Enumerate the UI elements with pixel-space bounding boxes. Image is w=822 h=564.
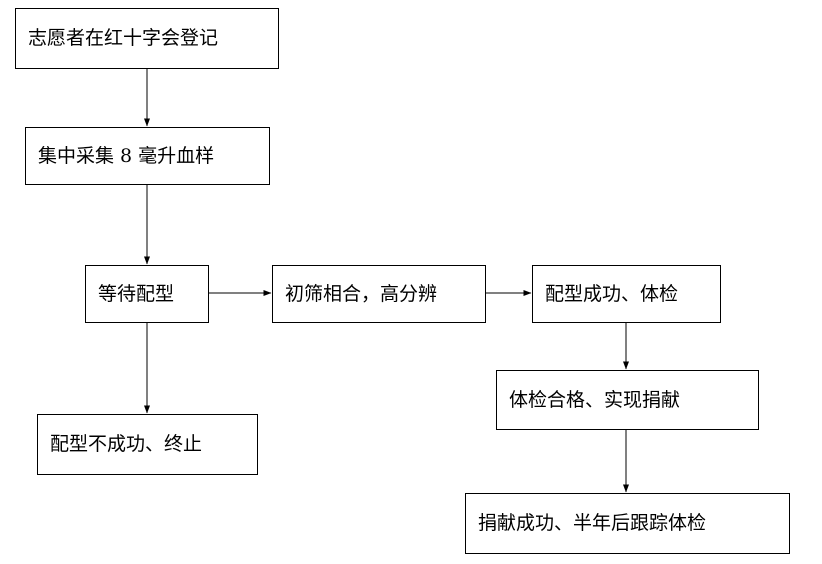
node-blood-sample-collection: 集中采集 8 毫升血样 [25, 127, 270, 185]
node-label: 集中采集 8 毫升血样 [38, 144, 215, 167]
node-match-success-exam: 配型成功、体检 [532, 265, 721, 323]
node-match-failed-terminate: 配型不成功、终止 [37, 414, 258, 475]
node-initial-screening-match: 初筛相合，高分辨 [272, 265, 486, 323]
node-volunteer-registration: 志愿者在红十字会登记 [15, 8, 279, 69]
node-awaiting-match: 等待配型 [85, 265, 209, 323]
node-label: 志愿者在红十字会登记 [28, 27, 219, 49]
node-label: 配型成功、体检 [545, 282, 679, 305]
node-label: 体检合格、实现捐献 [509, 388, 681, 411]
node-exam-passed-donation: 体检合格、实现捐献 [496, 370, 759, 430]
node-label: 等待配型 [98, 282, 175, 305]
node-label: 配型不成功、终止 [50, 433, 203, 455]
node-donation-success-followup: 捐献成功、半年后跟踪体检 [465, 493, 790, 554]
node-label: 初筛相合，高分辨 [285, 282, 438, 305]
node-label: 捐献成功、半年后跟踪体检 [478, 512, 707, 534]
